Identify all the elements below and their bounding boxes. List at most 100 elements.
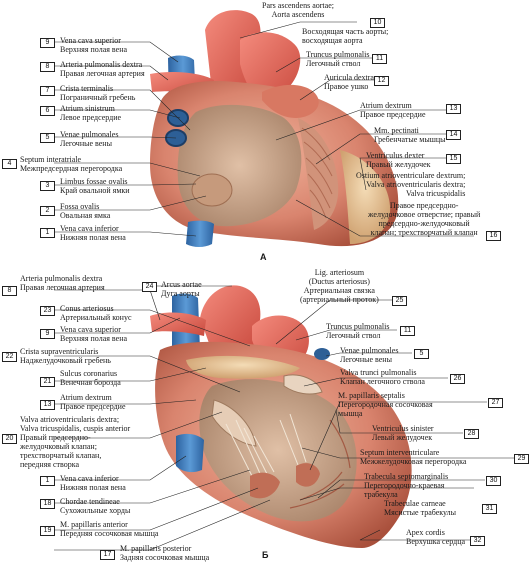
num-a-15: 15 (446, 154, 461, 164)
ivc-b (176, 433, 204, 473)
label-a-16-la: Ostium atrioventriculare dextrum;Valva a… (356, 171, 466, 198)
num-a-16: 16 (486, 231, 501, 241)
num-a-5: 5 (40, 133, 55, 143)
tricuspid-leaflet-b (211, 399, 257, 447)
num-a-3: 3 (40, 181, 55, 191)
num-b-25: 25 (392, 296, 407, 306)
num-a-12: 12 (374, 76, 389, 86)
num-b-5: 5 (414, 349, 429, 359)
heart-b (150, 285, 412, 548)
num-b-32: 32 (470, 536, 485, 546)
num-a-10: 10 (370, 18, 385, 28)
label-a-10-ru: Восходящая часть аорты;восходящая аорта (302, 27, 389, 45)
num-b-30: 30 (486, 476, 501, 486)
num-a-11: 11 (372, 54, 387, 64)
coronary-fat-b (186, 355, 300, 379)
pulmonary-vein-b (314, 348, 330, 360)
papillary-anterior-b (250, 472, 280, 499)
num-a-4: 4 (2, 159, 17, 169)
label-a-16-ru: Правое предсердно-желудочковое отверстие… (368, 201, 481, 237)
label-b-25: Lig. arteriosum(Ductus arteriosus)Артери… (300, 268, 379, 304)
num-b-13: 13 (40, 400, 55, 410)
label-a-10: Pars ascendens aortae;Aorta ascendens (262, 1, 334, 19)
aortic-arch-b (200, 285, 261, 353)
papillary-septal-b (296, 463, 320, 487)
num-b-28: 28 (464, 429, 479, 439)
num-b-27: 27 (488, 398, 503, 408)
pulmonary-valve-b (283, 374, 323, 395)
num-a-9: 9 (40, 38, 55, 48)
num-b-8: 8 (2, 286, 17, 296)
num-b-23: 23 (40, 306, 55, 316)
num-b-21: 21 (40, 377, 55, 387)
label-b-20-la: Valva atrioventricularis dextra;Valva tr… (20, 415, 131, 433)
num-b-24: 24 (142, 282, 157, 292)
pectinate-lines-a (301, 127, 333, 219)
num-a-13: 13 (446, 104, 461, 114)
num-b-29: 29 (514, 454, 529, 464)
num-b-31: 31 (482, 504, 497, 514)
num-a-8: 8 (40, 62, 55, 72)
epicardial-fat-a (340, 150, 391, 244)
ivc-a (186, 220, 214, 247)
num-a-14: 14 (446, 130, 461, 140)
num-b-20: 20 (2, 434, 17, 444)
num-a-7: 7 (40, 86, 55, 96)
panel-letter-b: Б (262, 550, 269, 560)
num-b-17: 17 (100, 550, 115, 560)
num-b-9: 9 (40, 329, 55, 339)
auricle-a (262, 84, 319, 118)
heart-a (150, 10, 399, 247)
num-b-22: 22 (2, 352, 17, 362)
trabeculae-lines-b (289, 419, 351, 509)
num-b-26: 26 (450, 374, 465, 384)
num-b-18: 18 (40, 499, 55, 509)
num-b-19: 19 (40, 526, 55, 536)
pectinate-muscles-a (298, 118, 339, 230)
fossa-ovalis-a (191, 173, 233, 207)
num-a-6: 6 (40, 106, 55, 116)
right-pulm-artery-b (150, 312, 206, 336)
num-a-1: 1 (40, 228, 55, 238)
num-b-1: 1 (40, 476, 55, 486)
label-b-20-ru: Правый предсердно-желудочковый клапан;тр… (20, 433, 102, 469)
leader-lines (54, 21, 518, 551)
num-b-11: 11 (400, 326, 415, 336)
num-a-2: 2 (40, 206, 55, 216)
